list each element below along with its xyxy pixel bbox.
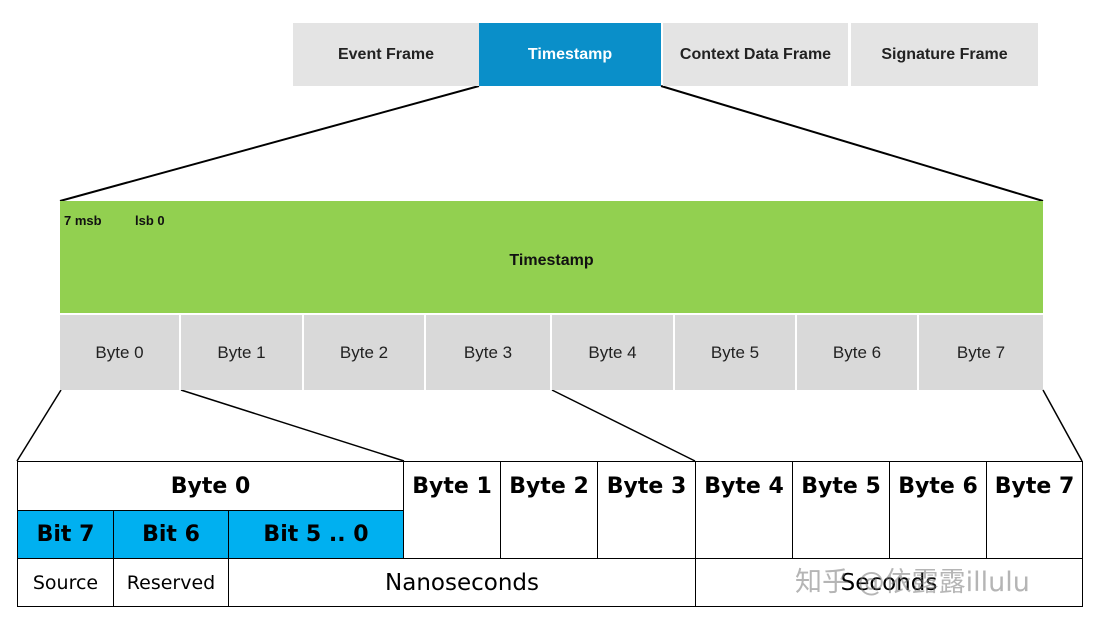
bit7-header: Bit 7 — [17, 510, 114, 559]
table-byte7-header: Byte 7 — [986, 461, 1083, 559]
bit-header-label: Bit 5 .. 0 — [263, 522, 369, 547]
frame-tab-signature-label: Signature Frame — [881, 45, 1008, 63]
bit6-header: Bit 6 — [113, 510, 229, 559]
frame-tab-event: Event Frame — [293, 23, 479, 86]
field-reserved: Reserved — [113, 558, 229, 607]
byte7-expand-line — [1042, 389, 1083, 462]
frame-tab-context-data: Context Data Frame — [663, 23, 848, 86]
table-byte2-header: Byte 2 — [500, 461, 598, 559]
gray-byte-label: Byte 2 — [339, 342, 389, 362]
zoom-line-left — [59, 85, 480, 202]
zoom-line-right — [660, 85, 1044, 202]
gray-byte-3: Byte 3 — [426, 315, 552, 390]
bit5-0-header: Bit 5 .. 0 — [228, 510, 404, 559]
field-seconds: Seconds — [695, 558, 1083, 607]
table-byte0-header-label: Byte 0 — [170, 473, 251, 499]
field-source-label: Source — [32, 571, 99, 594]
gray-byte-0: Byte 0 — [60, 315, 181, 390]
gray-byte-label: Byte 3 — [463, 342, 513, 362]
gray-byte-label: Byte 4 — [588, 342, 637, 362]
gray-byte-label: Byte 7 — [956, 342, 1006, 362]
gray-byte-1: Byte 1 — [181, 315, 304, 390]
frame-tab-signature: Signature Frame — [851, 23, 1038, 86]
table-byte-label: Byte 5 — [801, 474, 881, 499]
field-reserved-label: Reserved — [126, 571, 216, 594]
gray-byte-6: Byte 6 — [797, 315, 919, 390]
byte0-expand-left — [16, 389, 62, 462]
table-byte-label: Byte 7 — [994, 474, 1075, 499]
field-nanoseconds-label: Nanoseconds — [385, 569, 539, 596]
bit-header-label: Bit 6 — [142, 522, 200, 547]
gray-byte-label: Byte 1 — [217, 342, 266, 362]
field-source: Source — [17, 558, 114, 607]
frame-tab-context-data-label: Context Data Frame — [679, 45, 832, 63]
frame-tab-timestamp-label: Timestamp — [527, 45, 613, 63]
table-byte3-header: Byte 3 — [597, 461, 696, 559]
field-seconds-label: Seconds — [840, 569, 938, 596]
frame-tab-timestamp: Timestamp — [479, 23, 661, 86]
gray-byte-5: Byte 5 — [675, 315, 797, 390]
table-byte4-header: Byte 4 — [695, 461, 793, 559]
timestamp-band: 7 msb lsb 0 Timestamp — [60, 201, 1043, 313]
table-byte-label: Byte 4 — [704, 474, 784, 499]
watermark-text: 知乎 @依露露illulu — [795, 567, 1030, 598]
frame-tab-event-label: Event Frame — [337, 45, 435, 63]
bit-header-label: Bit 7 — [36, 522, 95, 547]
gray-byte-2: Byte 2 — [304, 315, 426, 390]
gray-byte-label: Byte 6 — [832, 342, 882, 362]
table-byte1-header: Byte 1 — [403, 461, 501, 559]
table-byte-label: Byte 3 — [606, 474, 687, 499]
table-byte-label: Byte 6 — [898, 474, 978, 499]
field-nanoseconds: Nanoseconds — [228, 558, 696, 607]
table-byte6-header: Byte 6 — [889, 461, 987, 559]
byte0-expand-right — [180, 389, 405, 462]
table-byte5-header: Byte 5 — [792, 461, 890, 559]
table-byte-label: Byte 1 — [412, 474, 492, 499]
byte4-expand-line — [551, 389, 696, 462]
timestamp-band-title: Timestamp — [509, 252, 594, 269]
gray-byte-label: Byte 5 — [710, 342, 760, 362]
msb-label: 7 msb — [64, 213, 102, 228]
gray-byte-label: Byte 0 — [95, 342, 144, 362]
table-byte-label: Byte 2 — [509, 474, 589, 499]
gray-byte-7: Byte 7 — [919, 315, 1043, 390]
gray-byte-4: Byte 4 — [552, 315, 675, 390]
lsb-label: lsb 0 — [135, 213, 165, 228]
table-byte0-header: Byte 0 — [17, 461, 404, 511]
